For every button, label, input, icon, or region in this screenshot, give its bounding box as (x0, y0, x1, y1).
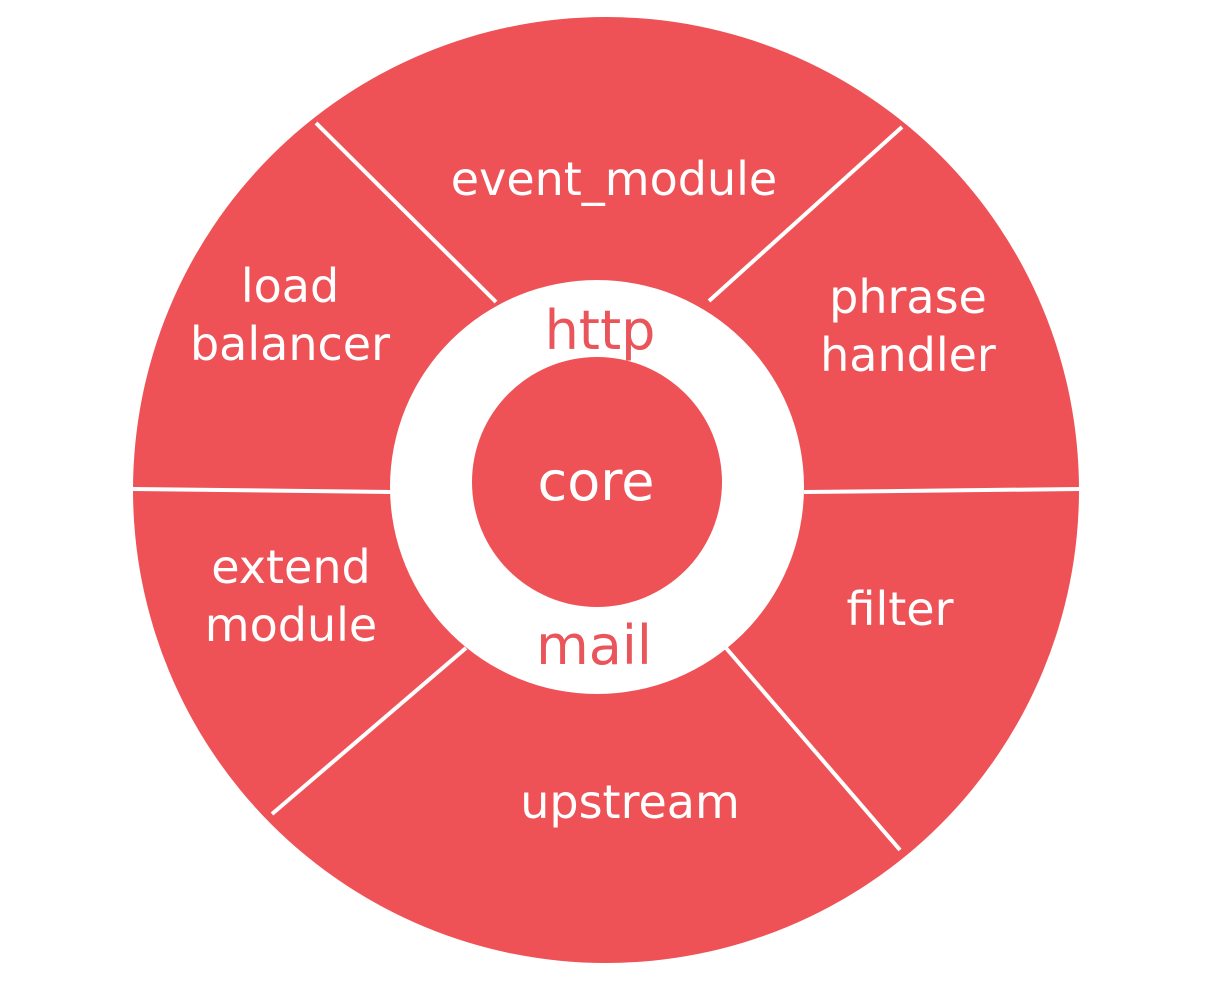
segment-label-line: filter (846, 582, 953, 636)
segment-label-line: load (241, 259, 339, 313)
segment-label-line: phrase (829, 270, 987, 324)
segment-label-line: handler (820, 328, 996, 382)
segment-label-line: event_module (451, 152, 777, 206)
segment-label-event-module: event_module (451, 152, 777, 206)
segment-label-line: upstream (520, 775, 740, 829)
segment-divider (724, 646, 902, 852)
segment-divider (314, 121, 498, 304)
segment-divider (803, 487, 1081, 494)
segment-label-line: module (205, 598, 377, 652)
segment-label-upstream: upstream (520, 775, 740, 829)
ring-label-mail: mail (536, 614, 652, 677)
segment-dividers (131, 121, 1081, 852)
segment-label-line: extend (211, 540, 370, 594)
ring-label-http: http (545, 299, 656, 362)
segment-label-line: balancer (190, 317, 390, 371)
segment-divider (131, 487, 393, 494)
segment-label-filter: filter (846, 582, 953, 636)
segment-divider (707, 125, 904, 303)
segment-divider (270, 646, 468, 816)
core-label: core (538, 450, 655, 513)
core-circle (472, 357, 722, 607)
